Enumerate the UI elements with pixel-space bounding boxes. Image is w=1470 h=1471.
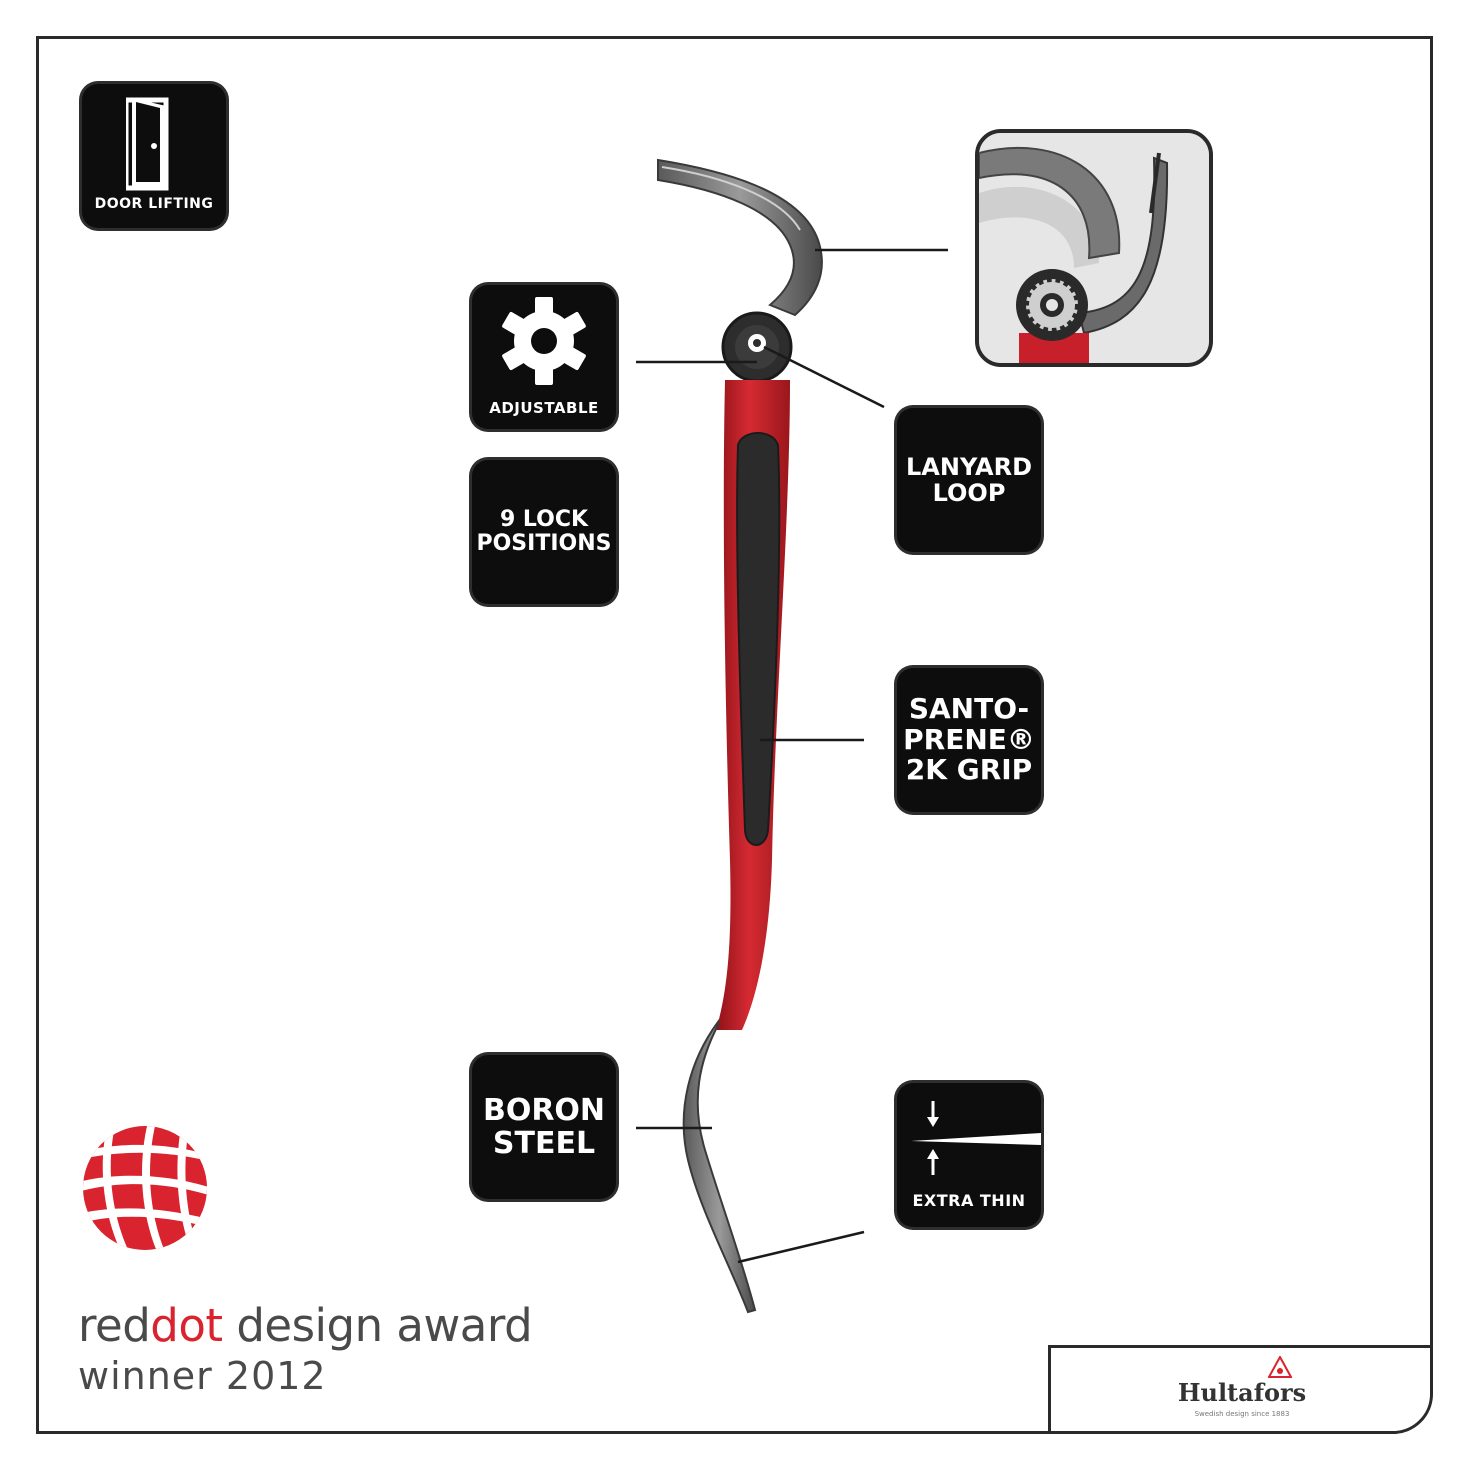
award-red-word: red (78, 1299, 151, 1352)
award-design-text: design award (222, 1299, 533, 1352)
reddot-logo-icon (83, 1126, 207, 1250)
steel-shaft (682, 1018, 757, 1314)
thickness-arrows-icon (911, 1101, 1041, 1175)
adjustable-label: ADJUSTABLE (489, 399, 599, 417)
lanyard-loop-line-1: LANYARD (905, 452, 1032, 481)
santoprene-grip-tile: SANTO- PRENE® 2K GRIP (897, 668, 1041, 812)
lock-positions-line-2: POSITIONS (476, 531, 612, 556)
gear-icon (502, 297, 586, 385)
hinge-zoom-inset (975, 129, 1213, 367)
boron-steel-line-2: STEEL (492, 1126, 596, 1161)
award-title: reddot design award (78, 1298, 533, 1354)
lock-positions-line-1: 9 LOCK (499, 506, 589, 532)
brand-name: Hultafors (1177, 1378, 1307, 1407)
lanyard-loop-tile: LANYARD LOOP (897, 408, 1041, 552)
extra-thin-tile: EXTRA THIN (897, 1083, 1041, 1227)
brand-tagline: Swedish design since 1883 (1194, 1410, 1290, 1418)
door-icon (126, 97, 169, 191)
lanyard-loop-line-2: LOOP (932, 479, 1006, 507)
lock-positions-tile: 9 LOCK POSITIONS (472, 460, 616, 604)
card-frame (36, 36, 1433, 1434)
grip-line-2: PRENE® (903, 722, 1035, 756)
award-year: winner 2012 (78, 1354, 327, 1398)
grip-line-1: SANTO- (908, 691, 1030, 725)
award-text: reddot design award winner 2012 (78, 1298, 533, 1398)
grip-line-3: 2K GRIP (905, 753, 1033, 787)
award-dot-word: dot (150, 1299, 223, 1352)
hinge-closeup-illustration (979, 133, 1209, 363)
adjustable-tile: ADJUSTABLE (472, 285, 616, 429)
boron-steel-tile: BORON STEEL (472, 1055, 616, 1199)
grip-insert (736, 432, 781, 846)
boron-steel-line-1: BORON (482, 1093, 606, 1128)
extra-thin-label: EXTRA THIN (912, 1191, 1026, 1210)
door-lifting-tile: DOOR LIFTING (82, 84, 226, 228)
leader-lines (636, 248, 948, 1264)
claw-head (657, 158, 823, 317)
hultafors-triangle-icon (1268, 1356, 1292, 1378)
brand-box: Hultafors Swedish design since 1883 (1048, 1345, 1433, 1434)
door-lifting-label: DOOR LIFTING (94, 196, 214, 212)
